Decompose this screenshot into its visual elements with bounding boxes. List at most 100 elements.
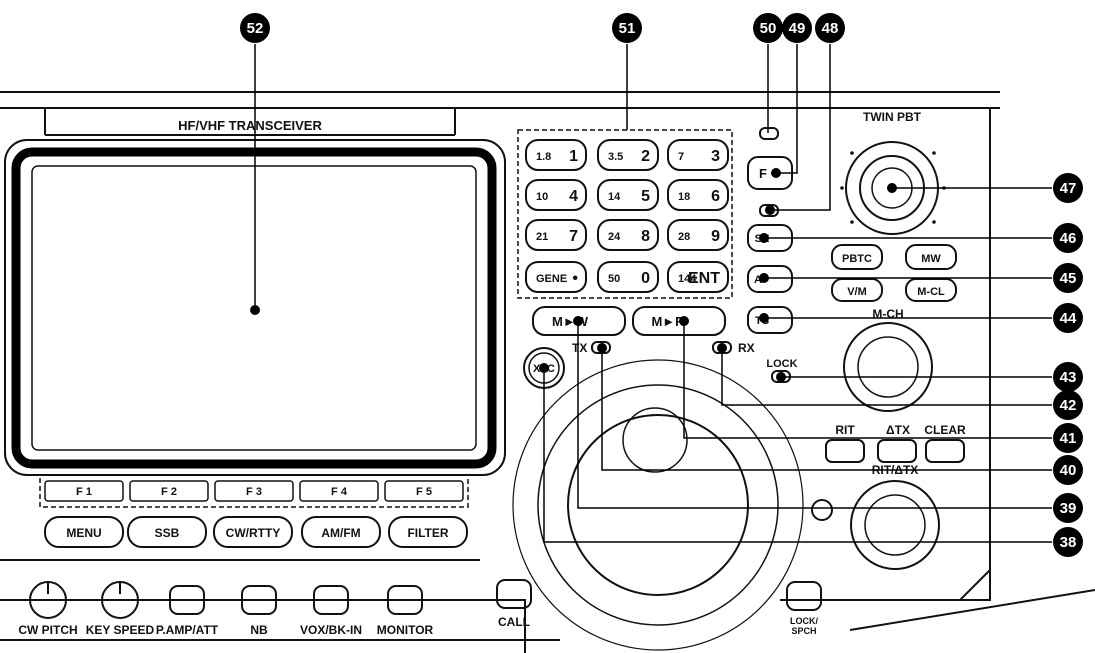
callout-number: 48 (822, 20, 839, 37)
keypad-key[interactable] (525, 261, 587, 293)
mw-key[interactable] (532, 306, 626, 336)
rit-dtx-knob[interactable] (850, 480, 940, 570)
ts-key[interactable] (747, 306, 793, 334)
callout-badge: 48 (815, 13, 845, 43)
callout-number: 43 (1060, 369, 1077, 386)
mcl-key[interactable] (905, 278, 957, 302)
keypad-key-digit-label: 7 (569, 228, 578, 245)
vox-bkin-button[interactable] (313, 585, 349, 615)
mode-key-menu[interactable] (44, 516, 124, 548)
mw-label: MW (921, 253, 941, 265)
function-key-1[interactable] (44, 480, 124, 502)
mcl-label: M-CL (917, 286, 945, 298)
pbtc-label: PBTC (842, 253, 872, 265)
keypad-key-band-label: 24 (608, 231, 621, 243)
key-speed-knob[interactable] (101, 581, 139, 619)
mch-knob[interactable] (843, 322, 933, 412)
mode-key-label: CW/RTTY (226, 526, 281, 540)
pbtc-key[interactable] (831, 244, 883, 270)
mode-key-label: FILTER (407, 526, 448, 540)
lcd-frame (11, 147, 497, 469)
keypad-key-digit-label: ENT (688, 270, 720, 287)
monitor-button[interactable] (387, 585, 423, 615)
keypad-key-band-label: 50 (608, 273, 620, 285)
mr-key-label: M►R (651, 314, 685, 329)
function-key-5[interactable] (384, 480, 464, 502)
callout-number: 41 (1060, 430, 1077, 447)
callout-number: 42 (1060, 397, 1077, 414)
agc-key[interactable] (747, 265, 793, 293)
keypad-key-digit-label: 3 (711, 148, 720, 165)
keypad-key[interactable] (525, 139, 587, 171)
twin-pbt-label: TWIN PBT (863, 110, 922, 124)
callout-badge: 47 (1053, 173, 1083, 203)
mode-key-filter[interactable] (388, 516, 468, 548)
callout-number: 51 (619, 20, 636, 37)
pamp-att-label: P.AMP/ATT (156, 623, 219, 637)
keypad-key[interactable] (667, 261, 729, 293)
mode-key-ssb[interactable] (127, 516, 207, 548)
mode-key-label: MENU (66, 526, 101, 540)
clear-label: CLEAR (924, 423, 966, 437)
function-key-4[interactable] (299, 480, 379, 502)
tx-indicator (591, 341, 611, 354)
keypad-key[interactable] (525, 179, 587, 211)
callout-endpoints (250, 168, 897, 382)
main-tuning-dial[interactable] (512, 359, 804, 651)
keypad-key-band-label: 7 (678, 151, 684, 163)
keypad-key-digit-label: • (572, 270, 578, 287)
mr-key[interactable] (632, 306, 726, 336)
dtx-key[interactable] (877, 439, 917, 463)
callout-badge: 46 (1053, 223, 1083, 253)
lock-label: LOCK/ (790, 616, 818, 626)
callout-badge: 38 (1053, 527, 1083, 557)
call-label: CALL (498, 615, 530, 629)
keypad-key-digit-label: 1 (569, 148, 578, 165)
callout-number: 45 (1060, 270, 1077, 287)
callout-number: 52 (247, 20, 264, 37)
callout-number: 39 (1060, 500, 1077, 517)
keypad-key[interactable] (667, 139, 729, 171)
keypad-key[interactable] (667, 219, 729, 251)
rit-key[interactable] (825, 439, 865, 463)
lock-spch-button[interactable] (786, 581, 822, 611)
function-key-group (39, 474, 469, 508)
keypad-key[interactable] (597, 179, 659, 211)
keypad-key[interactable] (597, 139, 659, 171)
pamp-att-button[interactable] (169, 585, 205, 615)
keypad-key[interactable] (597, 219, 659, 251)
callout-number: 50 (760, 20, 777, 37)
cw-pitch-knob[interactable] (29, 581, 67, 619)
callout-badge: 49 (782, 13, 812, 43)
nb-button[interactable] (241, 585, 277, 615)
vm-label: V/M (847, 286, 867, 298)
keypad-key-digit-label: 9 (711, 228, 720, 245)
mode-key-amfm[interactable] (301, 516, 381, 548)
keypad-key-band-label: 18 (678, 191, 690, 203)
nb-label: NB (250, 623, 268, 637)
rit-label: RIT (835, 423, 855, 437)
mw-memory-key[interactable] (905, 244, 957, 270)
callout-badge: 52 (240, 13, 270, 43)
function-key-3[interactable] (214, 480, 294, 502)
panel-title: HF/VHF TRANSCEIVER (178, 118, 322, 133)
mode-key-cwrtty[interactable] (213, 516, 293, 548)
function-key-2[interactable] (129, 480, 209, 502)
function-key-label: F 1 (76, 486, 92, 498)
call-button[interactable] (496, 579, 532, 609)
clear-key[interactable] (925, 439, 965, 463)
tx-label: TX (572, 341, 587, 355)
dtx-label: ΔTX (886, 423, 910, 437)
cw-pitch-label: CW PITCH (18, 623, 77, 637)
right-chassis-edge (960, 108, 991, 601)
keypad-key-digit-label: 2 (641, 148, 650, 165)
keypad-key[interactable] (525, 219, 587, 251)
keypad-key-digit-label: 5 (641, 188, 650, 205)
callout-badge: 39 (1053, 493, 1083, 523)
lock-indicator-label: LOCK (766, 358, 797, 370)
vm-key[interactable] (831, 278, 883, 302)
keypad-key[interactable] (597, 261, 659, 293)
keypad-key-digit-label: 0 (641, 270, 650, 287)
keypad-key[interactable] (667, 179, 729, 211)
mode-key-label: AM/FM (321, 526, 360, 540)
